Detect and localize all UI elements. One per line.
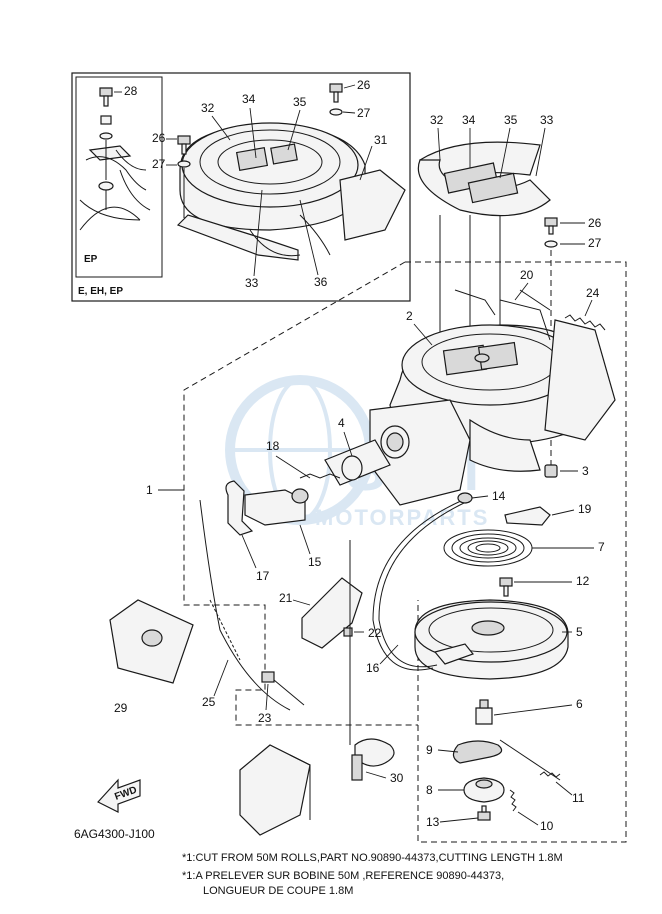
inset-bolts (177, 83, 343, 218)
inset-box: EP E, EH, EP 28 26 27 26 (71, 72, 411, 302)
callout-6: 6 (576, 697, 583, 711)
callout-13: 13 (426, 815, 440, 829)
callout-29: 29 (114, 701, 128, 715)
bolt-12 (499, 577, 513, 597)
watermark-brand: MOTORPARTS (315, 505, 489, 530)
callout-17: 17 (256, 569, 270, 583)
inset-callout-27b: 27 (152, 157, 166, 171)
callout-3: 3 (582, 464, 589, 478)
inset-ep-label: EP (84, 254, 98, 265)
callout-16: 16 (366, 661, 380, 675)
spring-11 (499, 739, 561, 781)
inset-models-label: E, EH, EP (78, 286, 123, 297)
inset-callout-27a: 27 (357, 106, 371, 120)
pin-6 (475, 699, 493, 725)
note-line-3: LONGUEUR DE COUPE 1.8M (203, 885, 354, 897)
spiral-spring-7 (443, 529, 533, 567)
callout-20: 20 (520, 268, 534, 282)
note-line-2: *1:A PRELEVER SUR BOBINE 50M ,REFERENCE … (182, 870, 505, 882)
callout-21: 21 (279, 591, 293, 605)
callout-5: 5 (576, 625, 583, 639)
callout-4: 4 (338, 416, 345, 430)
inset-callout-34: 34 (242, 92, 256, 106)
label-set (417, 141, 551, 217)
note-line-1: *1:CUT FROM 50M ROLLS,PART NO.90890-4437… (182, 852, 563, 864)
diagram-code: 6AG4300-J100 (74, 827, 155, 841)
callout-8: 8 (426, 783, 433, 797)
callout-30: 30 (390, 771, 404, 785)
callout-19: 19 (578, 502, 592, 516)
callout-15: 15 (308, 555, 322, 569)
callout-32: 32 (430, 113, 444, 127)
callout-23: 23 (258, 711, 272, 725)
pawl-19 (504, 506, 551, 526)
callout-34: 34 (462, 113, 476, 127)
ep-bolt-assembly (79, 87, 151, 231)
callout-12: 12 (576, 574, 590, 588)
collar-3 (544, 464, 558, 478)
inset-callout-33: 33 (245, 276, 259, 290)
drive-plate-8 (463, 777, 505, 803)
ratchet-9 (452, 740, 503, 764)
callout-2: 2 (406, 309, 413, 323)
callout-25: 25 (202, 695, 216, 709)
cable-25 (199, 499, 305, 711)
inset-callout-28: 28 (124, 84, 138, 98)
assembly-boundary (183, 261, 627, 843)
rope-handle-4 (299, 425, 410, 486)
callout-1: 1 (146, 483, 153, 497)
callout-7: 7 (598, 540, 605, 554)
screw-22 (343, 627, 353, 637)
inset-callout-31: 31 (374, 133, 388, 147)
sheave-drum-5 (414, 599, 569, 680)
throttle-wire (454, 289, 496, 316)
spring-10 (509, 789, 517, 812)
inset-starter-housing (176, 122, 406, 261)
inset-callout-32: 32 (201, 101, 215, 115)
callout-35: 35 (504, 113, 518, 127)
callout-18: 18 (266, 439, 280, 453)
callout-27: 27 (588, 236, 602, 250)
clip-17 (225, 480, 254, 536)
bolt-26 (544, 217, 558, 248)
bracket-21 (301, 577, 363, 649)
callout-11: 11 (572, 791, 585, 805)
cover-29 (109, 599, 194, 684)
callout-26: 26 (588, 216, 602, 230)
callout-33: 33 (540, 113, 554, 127)
callout-24: 24 (586, 286, 600, 300)
bolt-13 (477, 805, 491, 821)
clip-30 (349, 540, 395, 781)
inset-callout-26a: 26 (357, 78, 371, 92)
callout-10: 10 (540, 819, 554, 833)
callout-22: 22 (368, 626, 382, 640)
mounting-bracket (239, 744, 311, 836)
inset-callout-35: 35 (293, 95, 307, 109)
inset-callout-26b: 26 (152, 131, 166, 145)
fwd-arrow-icon: FWD (97, 778, 141, 813)
inset-callout-36: 36 (314, 275, 328, 289)
holder-15 (244, 488, 309, 526)
starter-housing (369, 289, 616, 506)
callout-9: 9 (426, 743, 433, 757)
callout-14: 14 (492, 489, 506, 503)
spring-24 (564, 314, 606, 331)
